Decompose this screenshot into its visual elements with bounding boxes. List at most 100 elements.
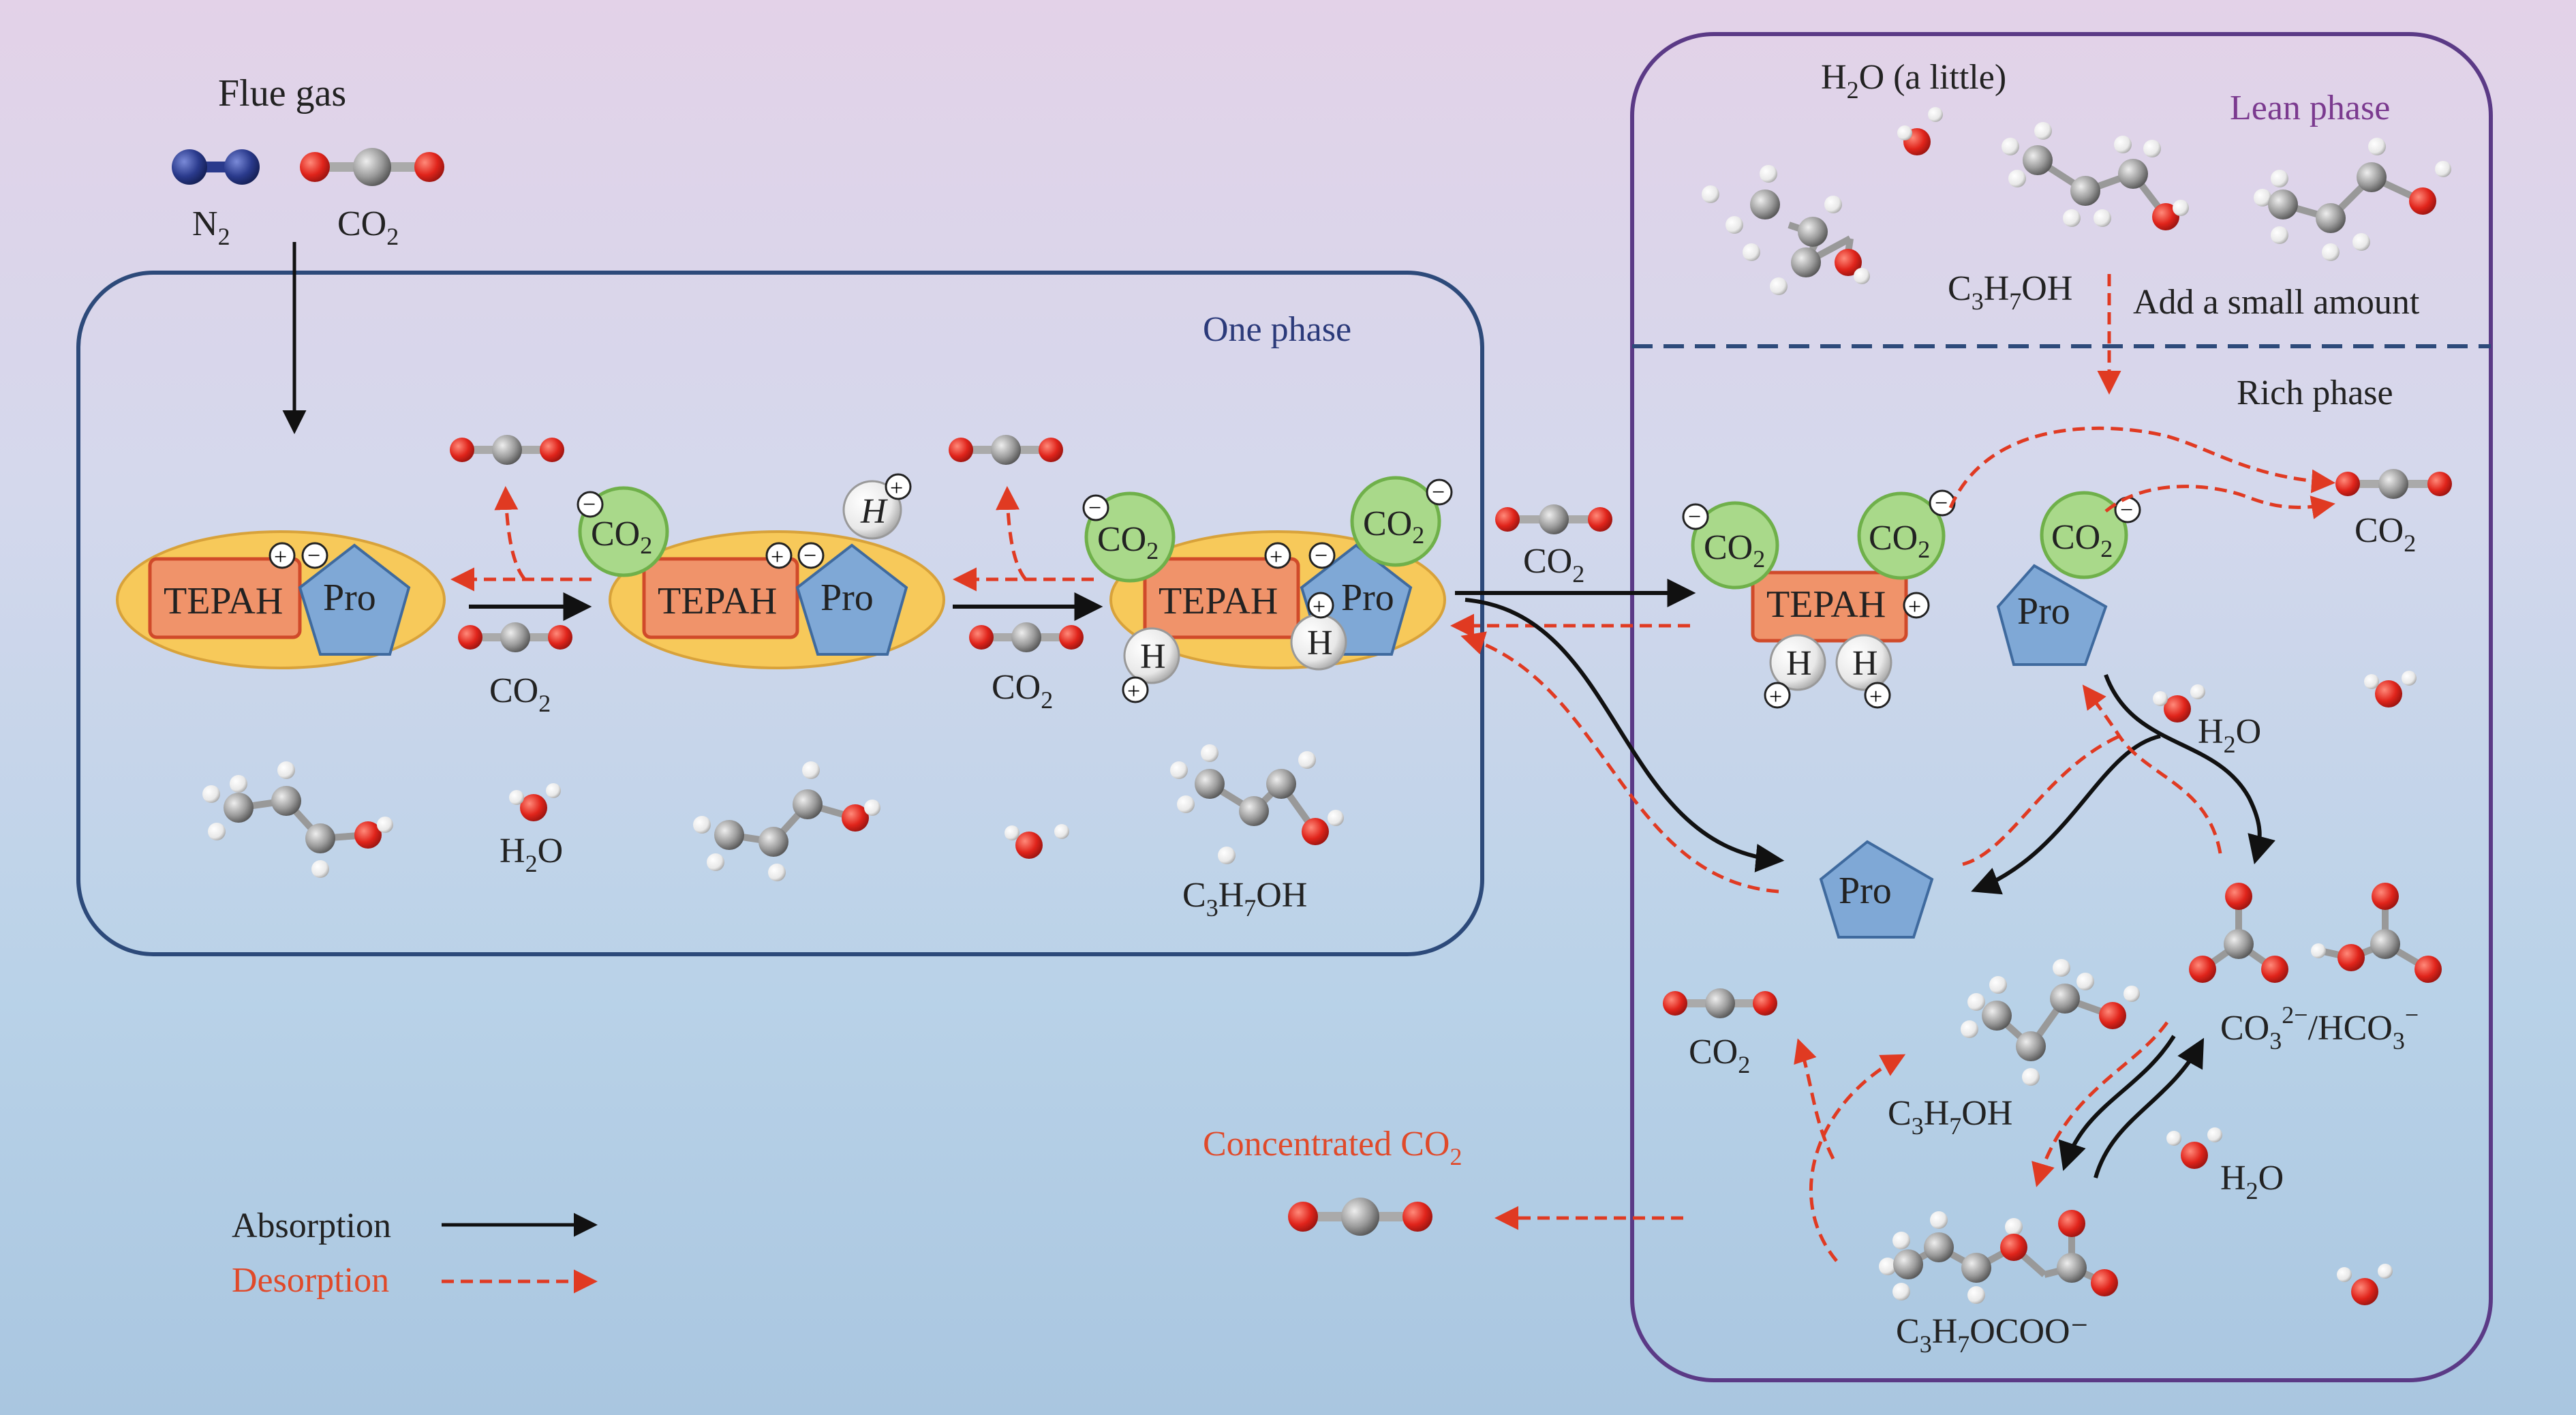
legend-absorption-label: Absorption [232, 1206, 391, 1245]
rich-phase-label: Rich phase [2237, 374, 2393, 412]
co2-molecule-concentrated [1288, 1198, 1432, 1236]
carbonate-molecule-2 [2311, 883, 2442, 983]
water-molecule-rich-1 [2153, 684, 2205, 722]
co2-molecule-3 [949, 435, 1063, 465]
svg-text:−: − [583, 492, 596, 517]
co2-molecule-flue [300, 148, 444, 186]
add-small-label: Add a small amount [2133, 283, 2420, 322]
svg-text:+: + [1127, 679, 1140, 704]
svg-text:TEPAH: TEPAH [1766, 583, 1886, 626]
svg-text:+: + [1769, 684, 1782, 710]
svg-text:CO2: CO2 [2051, 518, 2113, 562]
desorb-curve-from-carbonate [2082, 684, 2222, 854]
svg-text:CO2: CO2 [1869, 519, 1930, 563]
co2-label-mid: CO2 [1523, 542, 1584, 588]
absorb-curve-to-pro-free [1971, 734, 2161, 895]
svg-text:−: − [1432, 480, 1445, 505]
c3h7oh-label-1: C3H7OH [1182, 876, 1307, 922]
h2o-a-little-label: H2O (a little) [1821, 58, 2006, 104]
co2-flue-label: CO2 [337, 204, 399, 250]
one-phase-label: One phase [1203, 310, 1351, 349]
svg-text:H: H [1140, 637, 1166, 676]
svg-text:−: − [803, 543, 816, 568]
h2o-label-rich-1: H2O [2198, 712, 2261, 758]
n2-label: N2 [192, 204, 230, 250]
propanol-molecule-lean-3 [2254, 138, 2451, 261]
svg-text:TEPAH: TEPAH [1159, 580, 1278, 622]
h2o-label-1: H2O [500, 832, 563, 877]
co2-label-rich-2: CO2 [1689, 1033, 1750, 1078]
svg-text:+: + [890, 476, 903, 501]
propyl-carbonate-label: C3H7OCOO⁻ [1896, 1312, 2089, 1358]
absorb-curve-to-carbonate [2104, 673, 2275, 865]
co2-molecule-2 [458, 622, 572, 652]
svg-text:−: − [1315, 543, 1328, 568]
h2o-label-rich-2: H2O [2220, 1159, 2284, 1204]
co2-label-1: CO2 [489, 671, 551, 717]
propanol-molecule-lean-1 [1702, 165, 1870, 295]
svg-text:−: − [1688, 504, 1701, 530]
svg-text:Pro: Pro [821, 577, 874, 619]
propanol-molecule-2 [693, 761, 880, 881]
co2-molecule-4 [969, 622, 1084, 652]
pro-co2-rich: Pro CO2 − [1996, 491, 2141, 666]
svg-text:Pro: Pro [2017, 590, 2070, 633]
absorb-curve-carbonate-equil-2 [2058, 1035, 2176, 1171]
propanol-molecule-1 [202, 761, 393, 878]
legend-desorption-label: Desorption [232, 1261, 389, 1300]
svg-text:+: + [1313, 594, 1325, 620]
propanol-molecule-3 [1170, 744, 1344, 864]
complex-1: TEPAH Pro + − [116, 530, 446, 669]
svg-text:CO2: CO2 [1097, 520, 1159, 564]
absorb-curve-carbonate-equil [2094, 1037, 2205, 1178]
svg-text:+: + [771, 545, 784, 570]
desorb-co2-release-1 [1948, 426, 2335, 508]
svg-text:+: + [274, 545, 287, 570]
svg-text:−: − [1935, 491, 1948, 516]
svg-text:H: H [860, 492, 888, 531]
svg-text:H: H [1786, 644, 1812, 683]
desorb-curve-from-pro [1460, 631, 1779, 894]
propyl-carbonate-molecule [1879, 1210, 2118, 1304]
svg-text:−: − [1088, 496, 1101, 521]
complex-3: TEPAH Pro + − CO2 − CO2 − H + H + [1082, 476, 1453, 704]
water-molecule-rich-3 [2166, 1127, 2222, 1169]
co2-molecule-rich-2 [1663, 988, 1777, 1018]
svg-text:CO2: CO2 [1363, 504, 1424, 549]
co2-molecule-1 [450, 435, 564, 465]
carbonate-label: CO32−/HCO3− [2220, 1001, 2419, 1054]
absorb-curve-to-pro [1465, 598, 1785, 872]
svg-text:−: − [2120, 498, 2133, 523]
lean-phase-label: Lean phase [2230, 89, 2390, 127]
desorb-release-1 [494, 486, 526, 581]
co2-molecule-rich-1 [2335, 469, 2452, 499]
water-molecule-1 [509, 783, 561, 821]
desorb-curve-propyl-up [1794, 1038, 1835, 1160]
desorb-curve-propyl-to-co2 [1809, 1054, 1906, 1262]
co2-label-rich-1: CO2 [2355, 511, 2416, 557]
desorb-curve-to-propyl [2031, 1021, 2169, 1187]
water-molecule-2 [1005, 824, 1069, 859]
svg-text:CO2: CO2 [591, 515, 652, 559]
co2-molecule-5 [1495, 504, 1612, 534]
pro-free: Pro [1819, 840, 1934, 939]
c3h7oh-label-lean: C3H7OH [1948, 269, 2072, 315]
svg-text:Pro: Pro [1839, 870, 1892, 912]
svg-text:TEPAH: TEPAH [658, 580, 777, 622]
svg-text:H: H [1307, 624, 1333, 663]
water-molecule-rich-2 [2364, 671, 2417, 708]
right-phase-box [1630, 32, 2493, 1382]
svg-text:Pro: Pro [1341, 577, 1394, 619]
svg-text:Pro: Pro [323, 577, 376, 619]
co2-label-2: CO2 [992, 668, 1053, 714]
svg-text:CO2: CO2 [1704, 528, 1765, 573]
propanol-molecule-lean-2 [2002, 122, 2189, 230]
complex-2: TEPAH Pro + − CO2 − H + [577, 473, 945, 669]
svg-text:−: − [307, 543, 320, 568]
flue-gas-label: Flue gas [218, 72, 346, 115]
desorb-release-2 [996, 486, 1027, 581]
svg-text:+: + [1270, 545, 1283, 570]
c3h7oh-label-rich: C3H7OH [1888, 1094, 2012, 1140]
carbonate-molecule-1 [2189, 883, 2288, 983]
